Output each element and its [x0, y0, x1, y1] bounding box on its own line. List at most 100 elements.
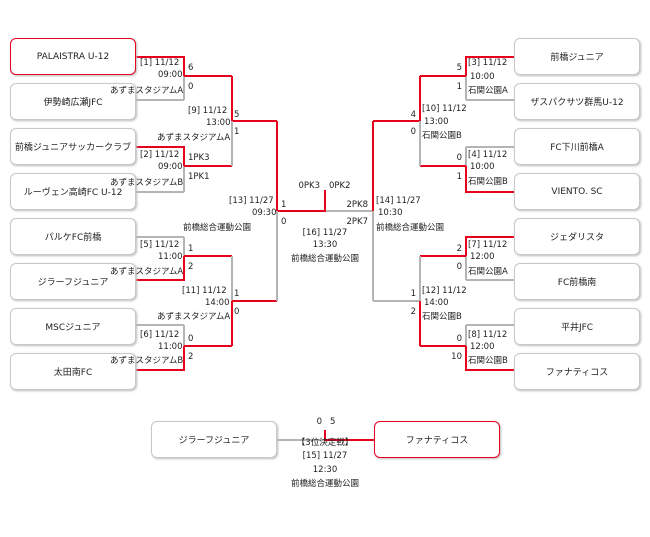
- match-5-score-top: 1: [188, 244, 194, 254]
- third-left-team[interactable]: ジラーフジュニア: [151, 421, 277, 458]
- team-left-8[interactable]: 太田南FC: [10, 353, 136, 390]
- match-8-label: [8] 11/12: [468, 330, 508, 340]
- match-4-venue: 石関公園B: [468, 177, 508, 187]
- match-2-time: 09:00: [158, 162, 183, 172]
- team-name: 伊勢崎広瀬JFC: [43, 98, 103, 108]
- final-time: 13:30: [312, 240, 338, 250]
- final-score-right: 0PK2: [329, 181, 351, 191]
- match-11-time: 14:00: [205, 298, 230, 308]
- team-left-5[interactable]: パルケFC前橋: [10, 218, 136, 255]
- match-5-time: 11:00: [158, 252, 183, 262]
- match-2-label: [2] 11/12: [140, 150, 180, 160]
- match-3-score-top: 5: [456, 63, 462, 73]
- match-10-label: [10] 11/12: [422, 104, 467, 114]
- match-6-score-bottom: 2: [188, 352, 194, 362]
- match-6-venue: あずまスタジアムB: [110, 356, 184, 366]
- match-9-score-top: 5: [234, 110, 240, 120]
- match-9-time: 13:00: [206, 118, 231, 128]
- team-name: ザスパクサツ群馬U-12: [530, 98, 624, 108]
- match-4-time: 10:00: [470, 162, 495, 172]
- team-name: 平井JFC: [560, 323, 594, 333]
- match-11-score-bottom: 0: [234, 307, 240, 317]
- team-name: VIENTO. SC: [551, 186, 603, 197]
- team-name: ルーヴェン高崎FC U-12: [23, 188, 123, 198]
- match-7-score-top: 2: [456, 244, 462, 254]
- match-3-time: 10:00: [470, 72, 495, 82]
- team-right-2[interactable]: ザスパクサツ群馬U-12: [514, 83, 640, 120]
- team-name: ジラーフジュニア: [178, 436, 250, 446]
- match-14-score-top: 2PK8: [346, 200, 368, 210]
- match-3-venue: 石関公園A: [468, 86, 508, 96]
- match-1-score-top: 6: [188, 63, 194, 73]
- team-name: 前橋ジュニア: [550, 53, 604, 63]
- team-name: MSCジュニア: [45, 323, 101, 333]
- team-name: ファナティコス: [405, 436, 469, 446]
- match-1-score-bottom: 0: [188, 82, 194, 92]
- team-name: ジラーフジュニア: [37, 278, 109, 288]
- match-7-label: [7] 11/12: [468, 240, 508, 250]
- match-2-score-top: 1PK3: [188, 153, 210, 163]
- match-13-score-top: 1: [281, 200, 287, 210]
- third-score-right: 5: [330, 417, 336, 427]
- final-score-left: 0PK3: [298, 181, 320, 191]
- match-11-score-top: 1: [234, 289, 240, 299]
- match-7-score-bottom: 0: [456, 262, 462, 272]
- match-9-venue: あずまスタジアムA: [157, 133, 231, 143]
- match-7-venue: 石関公園A: [468, 267, 508, 277]
- match-12-score-top: 1: [410, 289, 416, 299]
- match-10-score-top: 4: [410, 110, 416, 120]
- third-venue: 前橋総合運動公園: [290, 479, 359, 489]
- match-13-venue: 前橋総合運動公園: [183, 223, 252, 233]
- team-left-4[interactable]: ルーヴェン高崎FC U-12: [10, 173, 136, 210]
- team-name: パルケFC前橋: [44, 233, 102, 243]
- match-3-label: [3] 11/12: [468, 58, 508, 68]
- match-14-time: 10:30: [378, 208, 403, 218]
- team-right-4[interactable]: VIENTO. SC: [514, 173, 640, 210]
- team-right-7[interactable]: 平井JFC: [514, 308, 640, 345]
- match-1-time: 09:00: [158, 70, 183, 80]
- match-12-venue: 石関公園B: [422, 312, 462, 322]
- match-8-venue: 石関公園B: [468, 356, 508, 366]
- third-right-team[interactable]: ファナティコス: [374, 421, 500, 458]
- match-4-score-bottom: 1: [456, 172, 462, 182]
- match-10-score-bottom: 0: [410, 127, 416, 137]
- team-right-5[interactable]: ジェダリスタ: [514, 218, 640, 255]
- match-4-label: [4] 11/12: [468, 150, 508, 160]
- team-right-6[interactable]: FC前橋南: [514, 263, 640, 300]
- match-13-time: 09:30: [252, 208, 277, 218]
- team-right-3[interactable]: FC下川前橋A: [514, 128, 640, 165]
- match-3-score-bottom: 1: [456, 82, 462, 92]
- match-12-label: [12] 11/12: [422, 286, 467, 296]
- match-2-venue: あずまスタジアムB: [110, 178, 184, 188]
- team-right-1[interactable]: 前橋ジュニア: [514, 38, 640, 75]
- match-5-venue: あずまスタジアムA: [110, 267, 184, 277]
- team-name: 前橋ジュニアサッカークラブ: [14, 143, 132, 153]
- match-12-time: 14:00: [424, 298, 449, 308]
- team-name: ファナティコス: [545, 368, 609, 378]
- match-8-time: 12:00: [470, 342, 495, 352]
- third-label: [15] 11/27: [302, 451, 348, 461]
- match-14-label: [14] 11/27: [376, 196, 421, 206]
- final-venue: 前橋総合運動公園: [290, 254, 359, 264]
- team-left-7[interactable]: MSCジュニア: [10, 308, 136, 345]
- team-right-8[interactable]: ファナティコス: [514, 353, 640, 390]
- team-left-2[interactable]: 伊勢崎広瀬JFC: [10, 83, 136, 120]
- match-13-label: [13] 11/27: [229, 196, 274, 206]
- match-1-label: [1] 11/12: [140, 58, 180, 68]
- third-score-left: 0: [316, 417, 322, 427]
- match-14-score-bottom: 2PK7: [346, 217, 368, 227]
- match-14-venue: 前橋総合運動公園: [376, 223, 445, 233]
- team-left-6[interactable]: ジラーフジュニア: [10, 263, 136, 300]
- match-12-score-bottom: 2: [410, 307, 416, 317]
- match-7-time: 12:00: [470, 252, 495, 262]
- team-left-3[interactable]: 前橋ジュニアサッカークラブ: [10, 128, 136, 165]
- final-label: [16] 11/27: [302, 228, 348, 238]
- match-1-venue: あずまスタジアムA: [110, 86, 184, 96]
- match-11-label: [11] 11/12: [182, 286, 227, 296]
- third-time: 12:30: [312, 465, 338, 475]
- match-2-score-bottom: 1PK1: [188, 172, 210, 182]
- match-9-score-bottom: 1: [234, 127, 240, 137]
- team-name: ジェダリスタ: [549, 233, 604, 243]
- team-left-1[interactable]: PALAISTRA U-12: [10, 38, 136, 75]
